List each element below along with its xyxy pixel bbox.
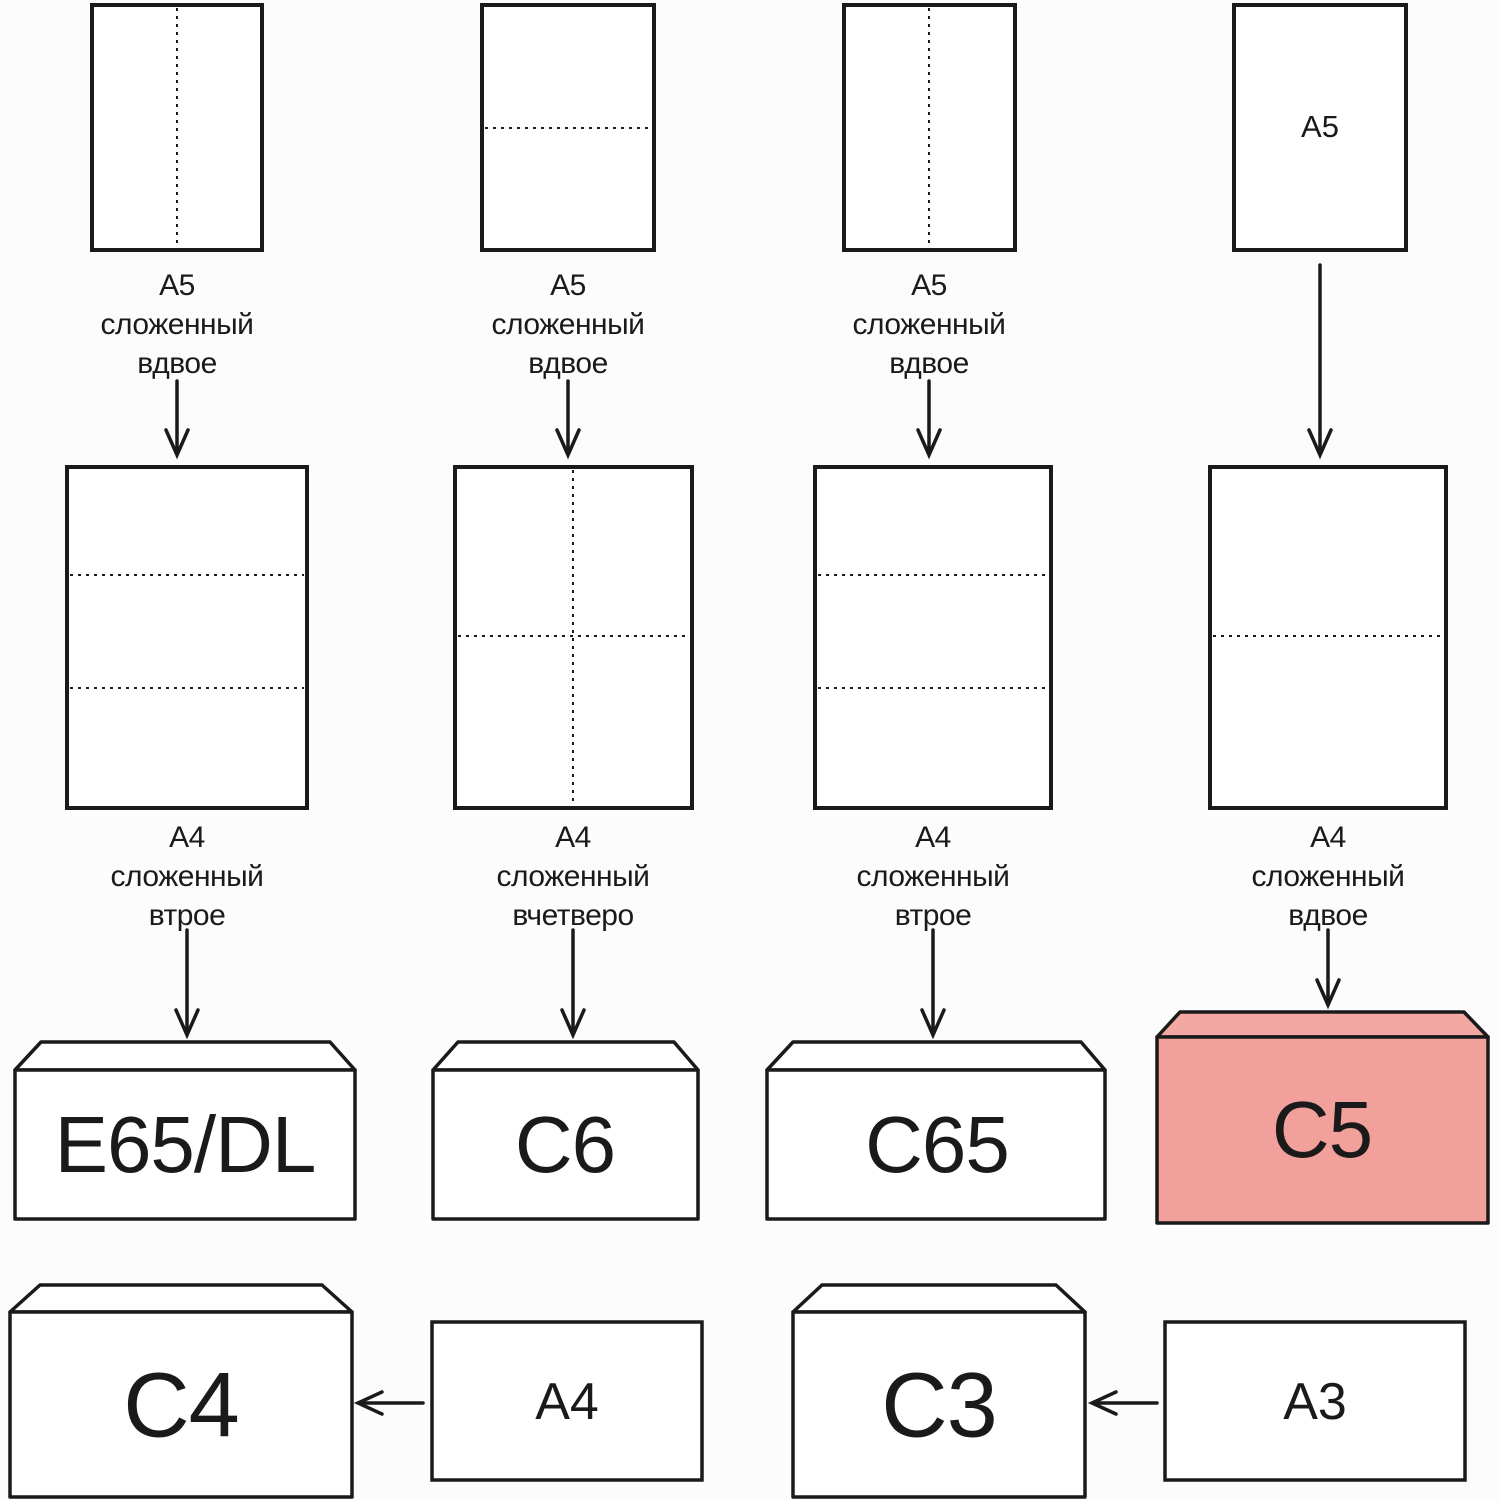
arrow-down-icon: [1315, 928, 1341, 1010]
caption-a5-folded-half-2: А5 сложенный вдвое: [492, 266, 645, 383]
envelope-c65: [765, 1040, 1107, 1221]
caption-line: сложенный: [496, 860, 650, 893]
arrow-down-icon: [560, 928, 586, 1040]
envelope-c5-label: C5: [1271, 1085, 1373, 1174]
envelope-flap: [791, 1283, 1087, 1314]
envelope-c5-highlighted: [1155, 1010, 1490, 1225]
envelope-body: [8, 1310, 354, 1499]
caption-line: А5: [550, 269, 586, 302]
arrow-down-icon: [555, 379, 581, 460]
arrow-down-icon: [920, 928, 946, 1040]
caption-line: А4: [915, 821, 951, 854]
paper-a4-flat-label: А4: [535, 1373, 599, 1431]
paper-a3-flat: [1163, 1320, 1467, 1482]
paper-a4-folded-half: [1208, 465, 1448, 810]
caption-line: сложенный: [1251, 860, 1405, 893]
envelope-c65-label: C65: [865, 1100, 1010, 1189]
envelope-flap: [1155, 1010, 1490, 1039]
envelope-flap: [8, 1283, 354, 1314]
paper-a3-flat-label: А3: [1283, 1373, 1347, 1431]
caption-a4-folded-half: А4 сложенный вдвое: [1252, 818, 1405, 935]
caption-line: А5: [159, 269, 195, 302]
envelope-flap: [765, 1040, 1107, 1072]
envelope-body: [13, 1068, 357, 1221]
caption-line: сложенный: [852, 308, 1006, 341]
envelope-c4: [8, 1283, 354, 1499]
envelope-body: [1155, 1035, 1490, 1225]
caption-line: сложенный: [856, 860, 1010, 893]
envelope-body: [431, 1068, 700, 1221]
caption-line: А4: [555, 821, 591, 854]
envelope-e65dl: [13, 1040, 357, 1221]
caption-line: сложенный: [110, 860, 264, 893]
caption-line: А4: [1310, 821, 1346, 854]
envelope-c3-label: C3: [881, 1354, 998, 1457]
envelope-flap: [13, 1040, 357, 1072]
caption-line: вдвое: [1288, 899, 1368, 932]
envelope-flap: [431, 1040, 700, 1072]
caption-line: втрое: [894, 899, 972, 932]
arrow-down-icon: [164, 379, 190, 460]
arrow-down-icon: [174, 928, 200, 1040]
caption-a5-folded-half-1: А5 сложенный вдвое: [101, 266, 254, 383]
caption-line: вчетверо: [512, 899, 634, 932]
caption-line: А4: [169, 821, 205, 854]
paper-a5-label: А5: [1301, 109, 1339, 144]
envelope-c3: [791, 1283, 1087, 1499]
arrow-down-icon: [1307, 263, 1333, 460]
arrow-left-icon: [353, 1390, 425, 1416]
arrow-left-icon: [1087, 1390, 1159, 1416]
envelope-c6-label: C6: [514, 1100, 616, 1189]
caption-line: сложенный: [491, 308, 645, 341]
caption-line: А5: [911, 269, 947, 302]
caption-line: вдвое: [528, 347, 608, 380]
caption-line: сложенный: [100, 308, 254, 341]
caption-line: вдвое: [137, 347, 217, 380]
caption-a4-folded-thirds-2: А4 сложенный втрое: [857, 818, 1010, 935]
paper-a4-folded-thirds-1: [65, 465, 309, 810]
arrow-down-icon: [916, 379, 942, 460]
envelope-e65dl-label: E65/DL: [54, 1100, 317, 1189]
envelope-body: [791, 1310, 1087, 1499]
caption-line: втрое: [148, 899, 226, 932]
envelope-c6: [431, 1040, 700, 1221]
paper-a4-folded-thirds-2: [813, 465, 1053, 810]
envelope-body: [765, 1068, 1107, 1221]
envelope-c4-label: C4: [123, 1354, 240, 1457]
caption-a4-folded-thirds-1: А4 сложенный втрое: [111, 818, 264, 935]
caption-a5-folded-half-3: А5 сложенный вдвое: [853, 266, 1006, 383]
caption-a4-folded-quarters: А4 сложенный вчетверо: [497, 818, 650, 935]
caption-line: вдвое: [889, 347, 969, 380]
paper-a4-flat: [430, 1320, 704, 1482]
paper-a5-plain: [1232, 3, 1408, 252]
